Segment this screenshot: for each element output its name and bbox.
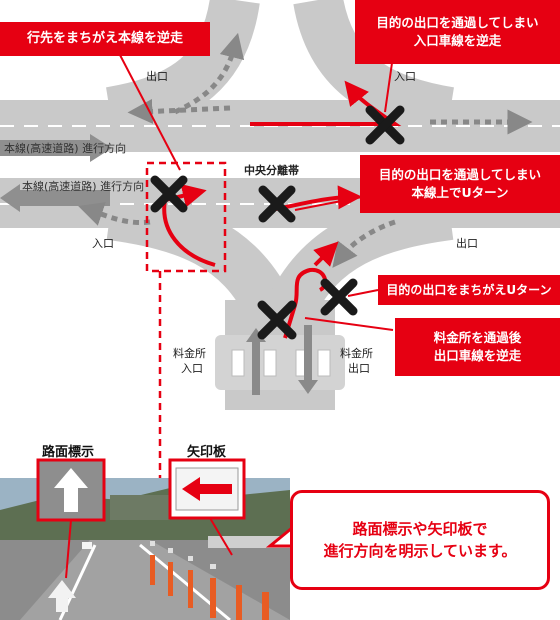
toll-plaza-apron — [215, 335, 345, 390]
callout-wrong-way-mainline: 行先をまちがえ本線を逆走 — [0, 22, 210, 56]
left-arrow-icon — [182, 477, 232, 501]
cross-icon — [150, 175, 188, 213]
arrow-board-sign — [168, 458, 246, 556]
label-toll-exit-2: 出口 — [348, 361, 370, 375]
road-marking-sign — [36, 458, 106, 579]
callout-passed-exit-uturn: 目的の出口を通過してしまい 本線上でUターン — [360, 155, 560, 213]
callout-leaders — [119, 54, 394, 331]
label-exit-top-left: 出口 — [146, 69, 168, 83]
arrow-board-title: 矢印板 — [187, 445, 227, 460]
cross-icon — [257, 300, 297, 340]
photo-road-arrow — [48, 580, 76, 612]
label-mainline-upper: 本線(高速道路) 進行方向 — [4, 141, 126, 155]
cross-icon — [365, 105, 405, 145]
road-marking-title: 路面標示 — [42, 445, 95, 460]
road-labels: 出口 入口 本線(高速道路) 進行方向 本線(高速道路) 進行方向 中央分離帯 … — [4, 69, 478, 250]
toll-labels: 料金所 入口 料金所 出口 — [173, 346, 373, 375]
label-toll-entrance-2: 入口 — [181, 362, 203, 375]
up-arrow-icon — [54, 468, 88, 512]
label-entrance-left: 入口 — [92, 237, 114, 250]
toll-lane-arrows — [246, 325, 318, 395]
cross-icon — [320, 278, 358, 316]
cross-marks — [150, 105, 405, 340]
callout-wrong-exit-uturn: 目的の出口をまちがえUターン — [378, 275, 560, 305]
label-toll-exit-1: 料金所 — [340, 346, 373, 360]
label-toll-entrance-1: 料金所 — [173, 346, 206, 360]
gray-traffic-arrows — [78, 32, 533, 268]
highlight-box — [145, 161, 227, 273]
explanation-bubble: 路面標示や矢印板で 進行方向を明示しています。 — [290, 490, 550, 590]
label-exit-right: 出口 — [456, 236, 478, 250]
cross-icon — [258, 185, 296, 223]
toll-booths — [231, 349, 331, 377]
label-median: 中央分離帯 — [244, 163, 299, 177]
callout-after-toll-exit-reverse: 料金所を通過後 出口車線を逆走 — [395, 318, 560, 376]
callout-passed-exit-entrance-reverse: 目的の出口を通過してしまい 入口車線を逆走 — [355, 0, 560, 64]
label-entrance-top-right: 入口 — [394, 70, 416, 83]
label-mainline-lower: 本線(高速道路) 進行方向 — [22, 179, 144, 193]
